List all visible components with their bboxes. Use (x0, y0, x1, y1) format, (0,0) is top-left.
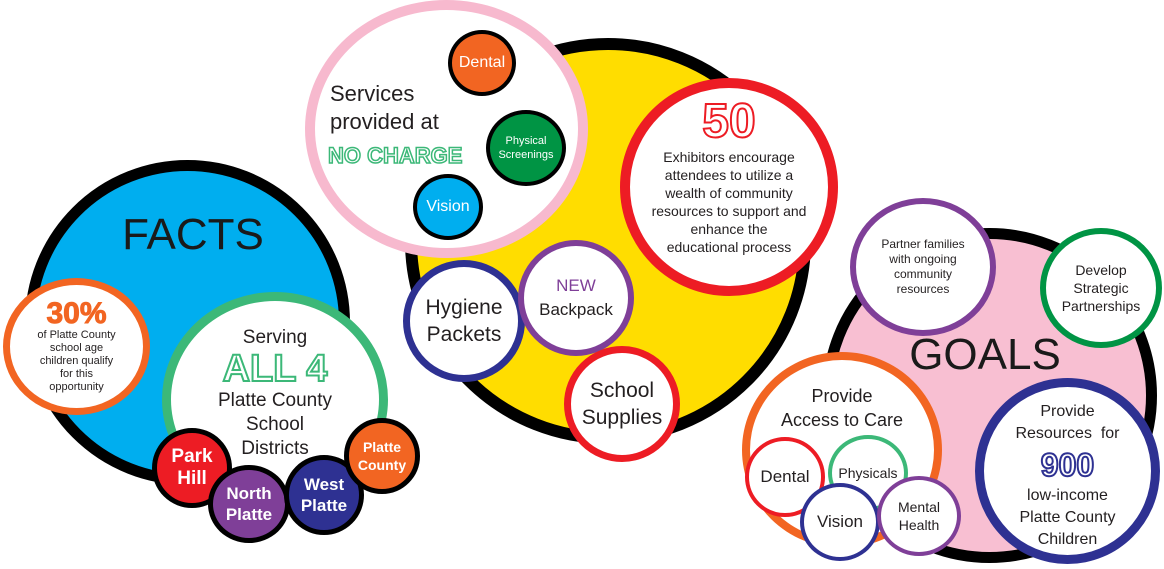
district-north-platte: North Platte (208, 465, 290, 543)
hygiene-line: Packets (426, 323, 502, 346)
district-label: West (303, 475, 345, 494)
facts-stat-line: opportunity (49, 381, 104, 393)
resources-line: Children (1037, 531, 1098, 548)
hygiene-line: Hygiene (425, 296, 503, 319)
facts-stat-circle: 30% of Platte County school age children… (3, 278, 150, 415)
access-mental-health: Mental Health (877, 476, 961, 556)
district-label: North (226, 484, 272, 503)
district-west-platte: West Platte (284, 455, 364, 535)
district-label: Hill (177, 468, 207, 489)
service-label: Vision (426, 198, 470, 215)
services-line: Services (330, 81, 415, 106)
access-item-label: Dental (760, 467, 810, 486)
facts-stat-line: children qualify (39, 355, 114, 367)
service-label: Physical (505, 135, 547, 147)
service-label: Dental (458, 54, 506, 71)
service-dental: Dental (448, 30, 516, 96)
develop-circle: Develop Strategic Partnerships (1040, 228, 1162, 348)
district-label: Platte (300, 496, 348, 515)
access-item-label: Mental (897, 499, 941, 515)
backpack-label: Backpack (539, 300, 613, 319)
partner-circle: Partner families with ongoing community … (850, 198, 996, 336)
district-label: County (357, 457, 407, 473)
develop-line: Partnerships (1061, 298, 1141, 314)
access-vision: Vision (800, 483, 880, 561)
access-item-label: Physicals (838, 465, 898, 481)
district-label: Park (171, 446, 213, 467)
partner-line: community (893, 267, 952, 281)
resources-line: Provide (1040, 403, 1095, 420)
hygiene-circle: Hygiene Packets (403, 260, 525, 382)
partner-line: with ongoing (889, 252, 957, 266)
backpack-new: NEW (556, 276, 596, 295)
service-vision: Vision (413, 174, 483, 240)
exhibitors-circle: 50 Exhibitors encourage attendees to uti… (620, 78, 838, 296)
develop-line: Develop (1075, 262, 1127, 278)
school-supplies-circle: School Supplies (564, 346, 680, 462)
district-platte-county: Platte County (344, 418, 420, 494)
partner-line: Partner families (881, 237, 965, 251)
access-line: Provide (811, 386, 873, 406)
district-label: Platte (362, 439, 402, 455)
develop-line: Strategic (1073, 280, 1129, 296)
services-text: Services provided at NO CHARGE (322, 80, 472, 176)
exhibitors-line: educational process (666, 239, 792, 255)
school-line: School (589, 379, 655, 402)
resources-circle: Provide Resources for 900 low-income Pla… (975, 378, 1160, 564)
facts-stat-value: 30% (46, 297, 107, 330)
exhibitors-line: enhance the (690, 221, 768, 237)
goals-title: GOALS (909, 330, 1061, 379)
access-item-label: Vision (817, 512, 863, 531)
access-dental: Dental (745, 437, 825, 517)
district-label: Platte (225, 505, 273, 524)
backpack-circle: NEW Backpack (518, 240, 634, 356)
service-physical-screenings: Physical Screenings (486, 110, 566, 186)
facts-stat-line: for this (59, 368, 93, 380)
serving-line: Serving (242, 327, 308, 348)
exhibitors-value: 50 (701, 95, 756, 149)
resources-line: Platte County (1019, 509, 1116, 526)
serving-line: School (245, 414, 305, 435)
serving-line: Platte County (217, 390, 333, 411)
facts-stat-line: of Platte County (37, 329, 116, 341)
partner-line: resources (896, 282, 950, 296)
resources-line: low-income (1027, 487, 1108, 504)
services-line: provided at (330, 109, 439, 134)
service-label: Screenings (498, 149, 554, 161)
school-line: Supplies (581, 406, 663, 429)
exhibitors-line: Exhibitors encourage (663, 149, 795, 165)
serving-line: Districts (241, 438, 309, 459)
resources-line: Resources for (1015, 425, 1120, 442)
facts-title: FACTS (122, 210, 264, 259)
serving-highlight: ALL 4 (222, 348, 329, 390)
access-item-label: Health (898, 517, 940, 533)
services-highlight: NO CHARGE (327, 142, 463, 169)
resources-value: 900 (1040, 446, 1095, 484)
exhibitors-line: wealth of community (665, 185, 793, 201)
exhibitors-line: attendees to utilize a (664, 167, 794, 183)
exhibitors-line: resources to support and (651, 203, 807, 219)
access-line: Access to Care (780, 410, 904, 430)
facts-stat-line: school age (49, 342, 104, 354)
